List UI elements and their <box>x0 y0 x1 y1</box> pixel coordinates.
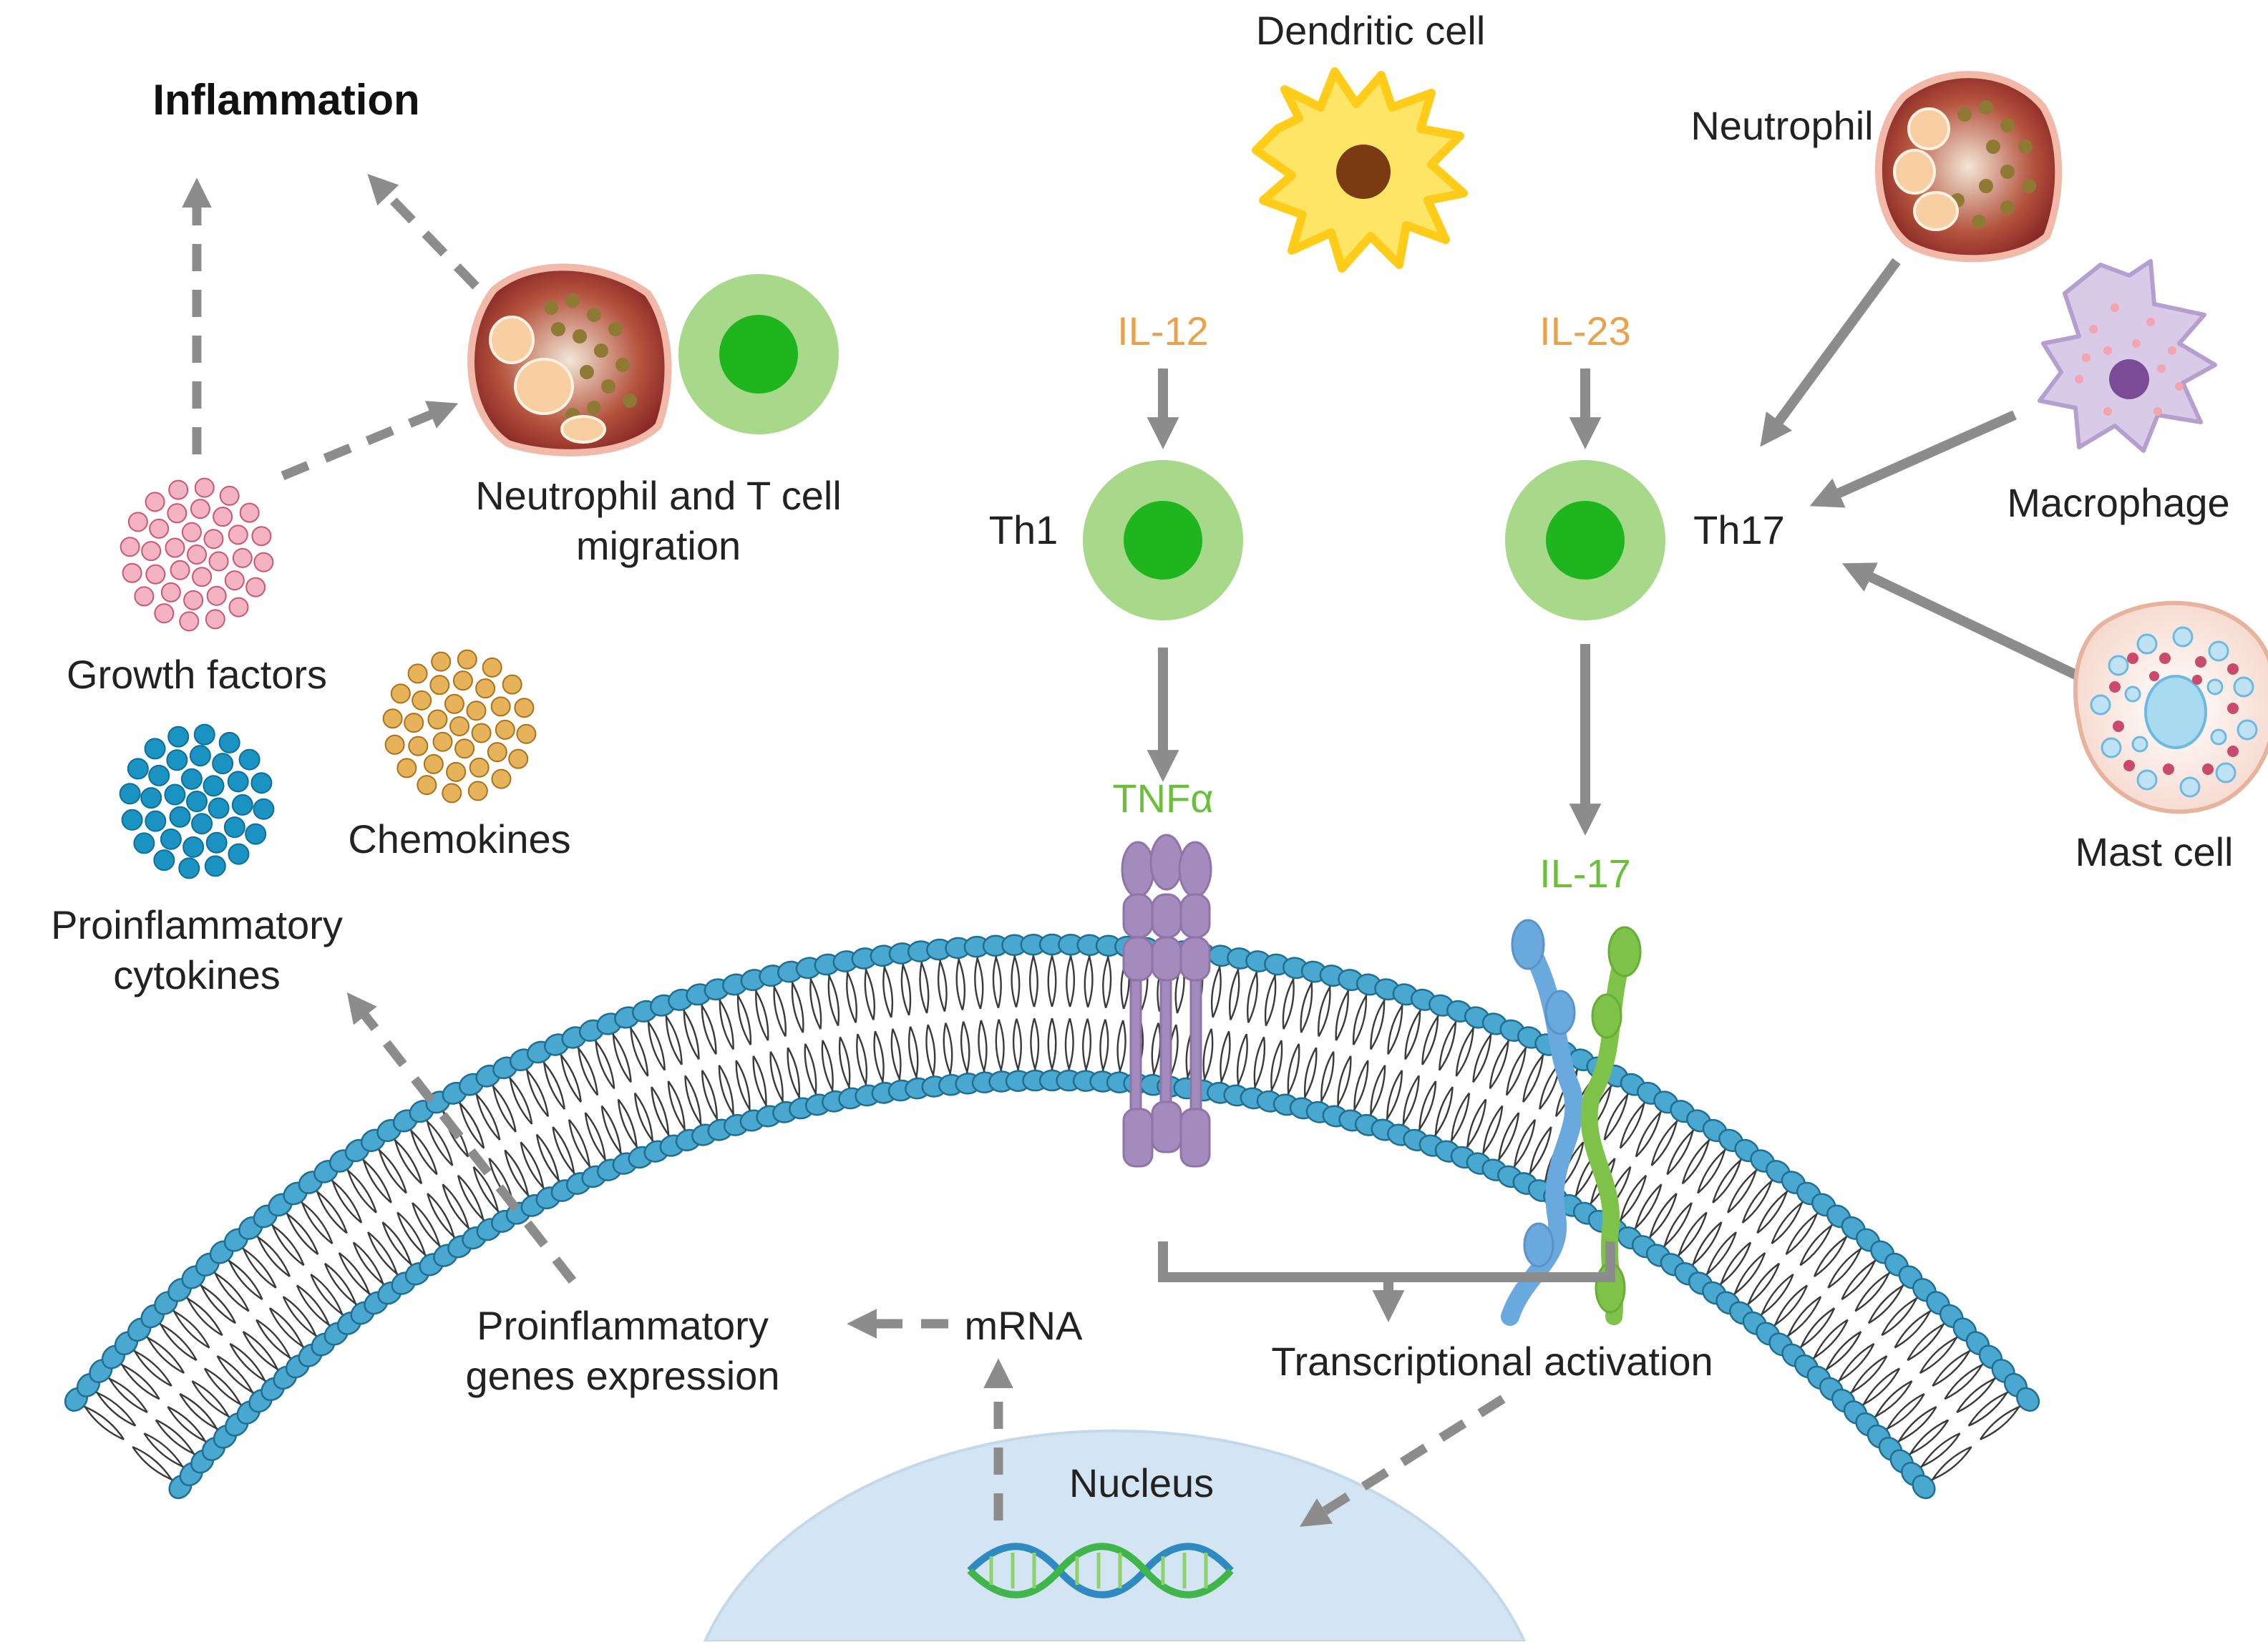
label-mrna: mRNA <box>965 1303 1084 1348</box>
dna-helix-icon <box>967 1543 1234 1598</box>
th17-cell <box>1505 460 1665 620</box>
neutrophil-cell-migration <box>467 263 672 457</box>
arrow-migration-inflammation <box>367 174 480 290</box>
proinflammatory-cytokines-cluster <box>119 723 275 879</box>
arrow-macrophage-th17 <box>1809 410 2017 508</box>
neutrophil-cell <box>1875 71 2063 263</box>
arrow-activation-nucleus <box>1299 1395 1506 1527</box>
label-transcriptional-activation: Transcriptional activation <box>1271 1339 1713 1384</box>
label-genes-line1: Proinflammatory <box>477 1303 769 1348</box>
label-cytokines-line2: cytokines <box>113 952 280 997</box>
label-migration-line1: Neutrophil and T cell <box>475 473 842 518</box>
label-th17: Th17 <box>1693 507 1785 552</box>
label-chemokines: Chemokines <box>348 816 570 861</box>
label-il23: IL-23 <box>1539 308 1631 353</box>
chemokines-cluster <box>382 649 537 804</box>
label-th1: Th1 <box>989 507 1058 552</box>
label-cytokines-line1: Proinflammatory <box>51 902 343 947</box>
nucleus <box>702 1429 1527 1643</box>
arrow-genes-cytokines <box>346 992 577 1284</box>
receptor-bracket <box>1158 1241 1615 1322</box>
arrow-growth-migration <box>281 401 459 481</box>
label-growth-factors: Growth factors <box>67 652 327 697</box>
label-il12: IL-12 <box>1117 308 1209 353</box>
label-neutrophil: Neutrophil <box>1690 103 1873 148</box>
label-dendritic-cell: Dendritic cell <box>1256 8 1486 53</box>
il17-receptor <box>1501 919 1642 1326</box>
tnf-receptor <box>1121 834 1212 1168</box>
solid-arrows <box>1147 258 2089 836</box>
label-mast-cell: Mast cell <box>2075 829 2234 874</box>
dendritic-cell <box>1252 67 1468 273</box>
label-inflammation: Inflammation <box>152 76 419 124</box>
growth-factors-cluster <box>120 477 274 632</box>
th1-cell <box>1083 460 1243 620</box>
label-il17: IL-17 <box>1539 851 1631 896</box>
label-tnf: TNFα <box>1112 776 1213 821</box>
t-cell-migration <box>678 274 839 434</box>
labels: Inflammation Neutrophil and T cell migra… <box>51 8 2233 1505</box>
cell-membrane <box>64 933 2040 1500</box>
arrow-mastcell-th17 <box>1841 562 2089 685</box>
arrow-neutrophil-th17 <box>1760 258 1901 447</box>
dashed-arrows <box>182 174 1506 1527</box>
label-genes-line2: genes expression <box>466 1353 780 1398</box>
macrophage-cell <box>2038 259 2217 453</box>
mast-cell <box>2073 600 2268 814</box>
label-migration-line2: migration <box>576 523 741 568</box>
label-nucleus: Nucleus <box>1069 1460 1214 1505</box>
label-macrophage: Macrophage <box>2007 480 2229 525</box>
